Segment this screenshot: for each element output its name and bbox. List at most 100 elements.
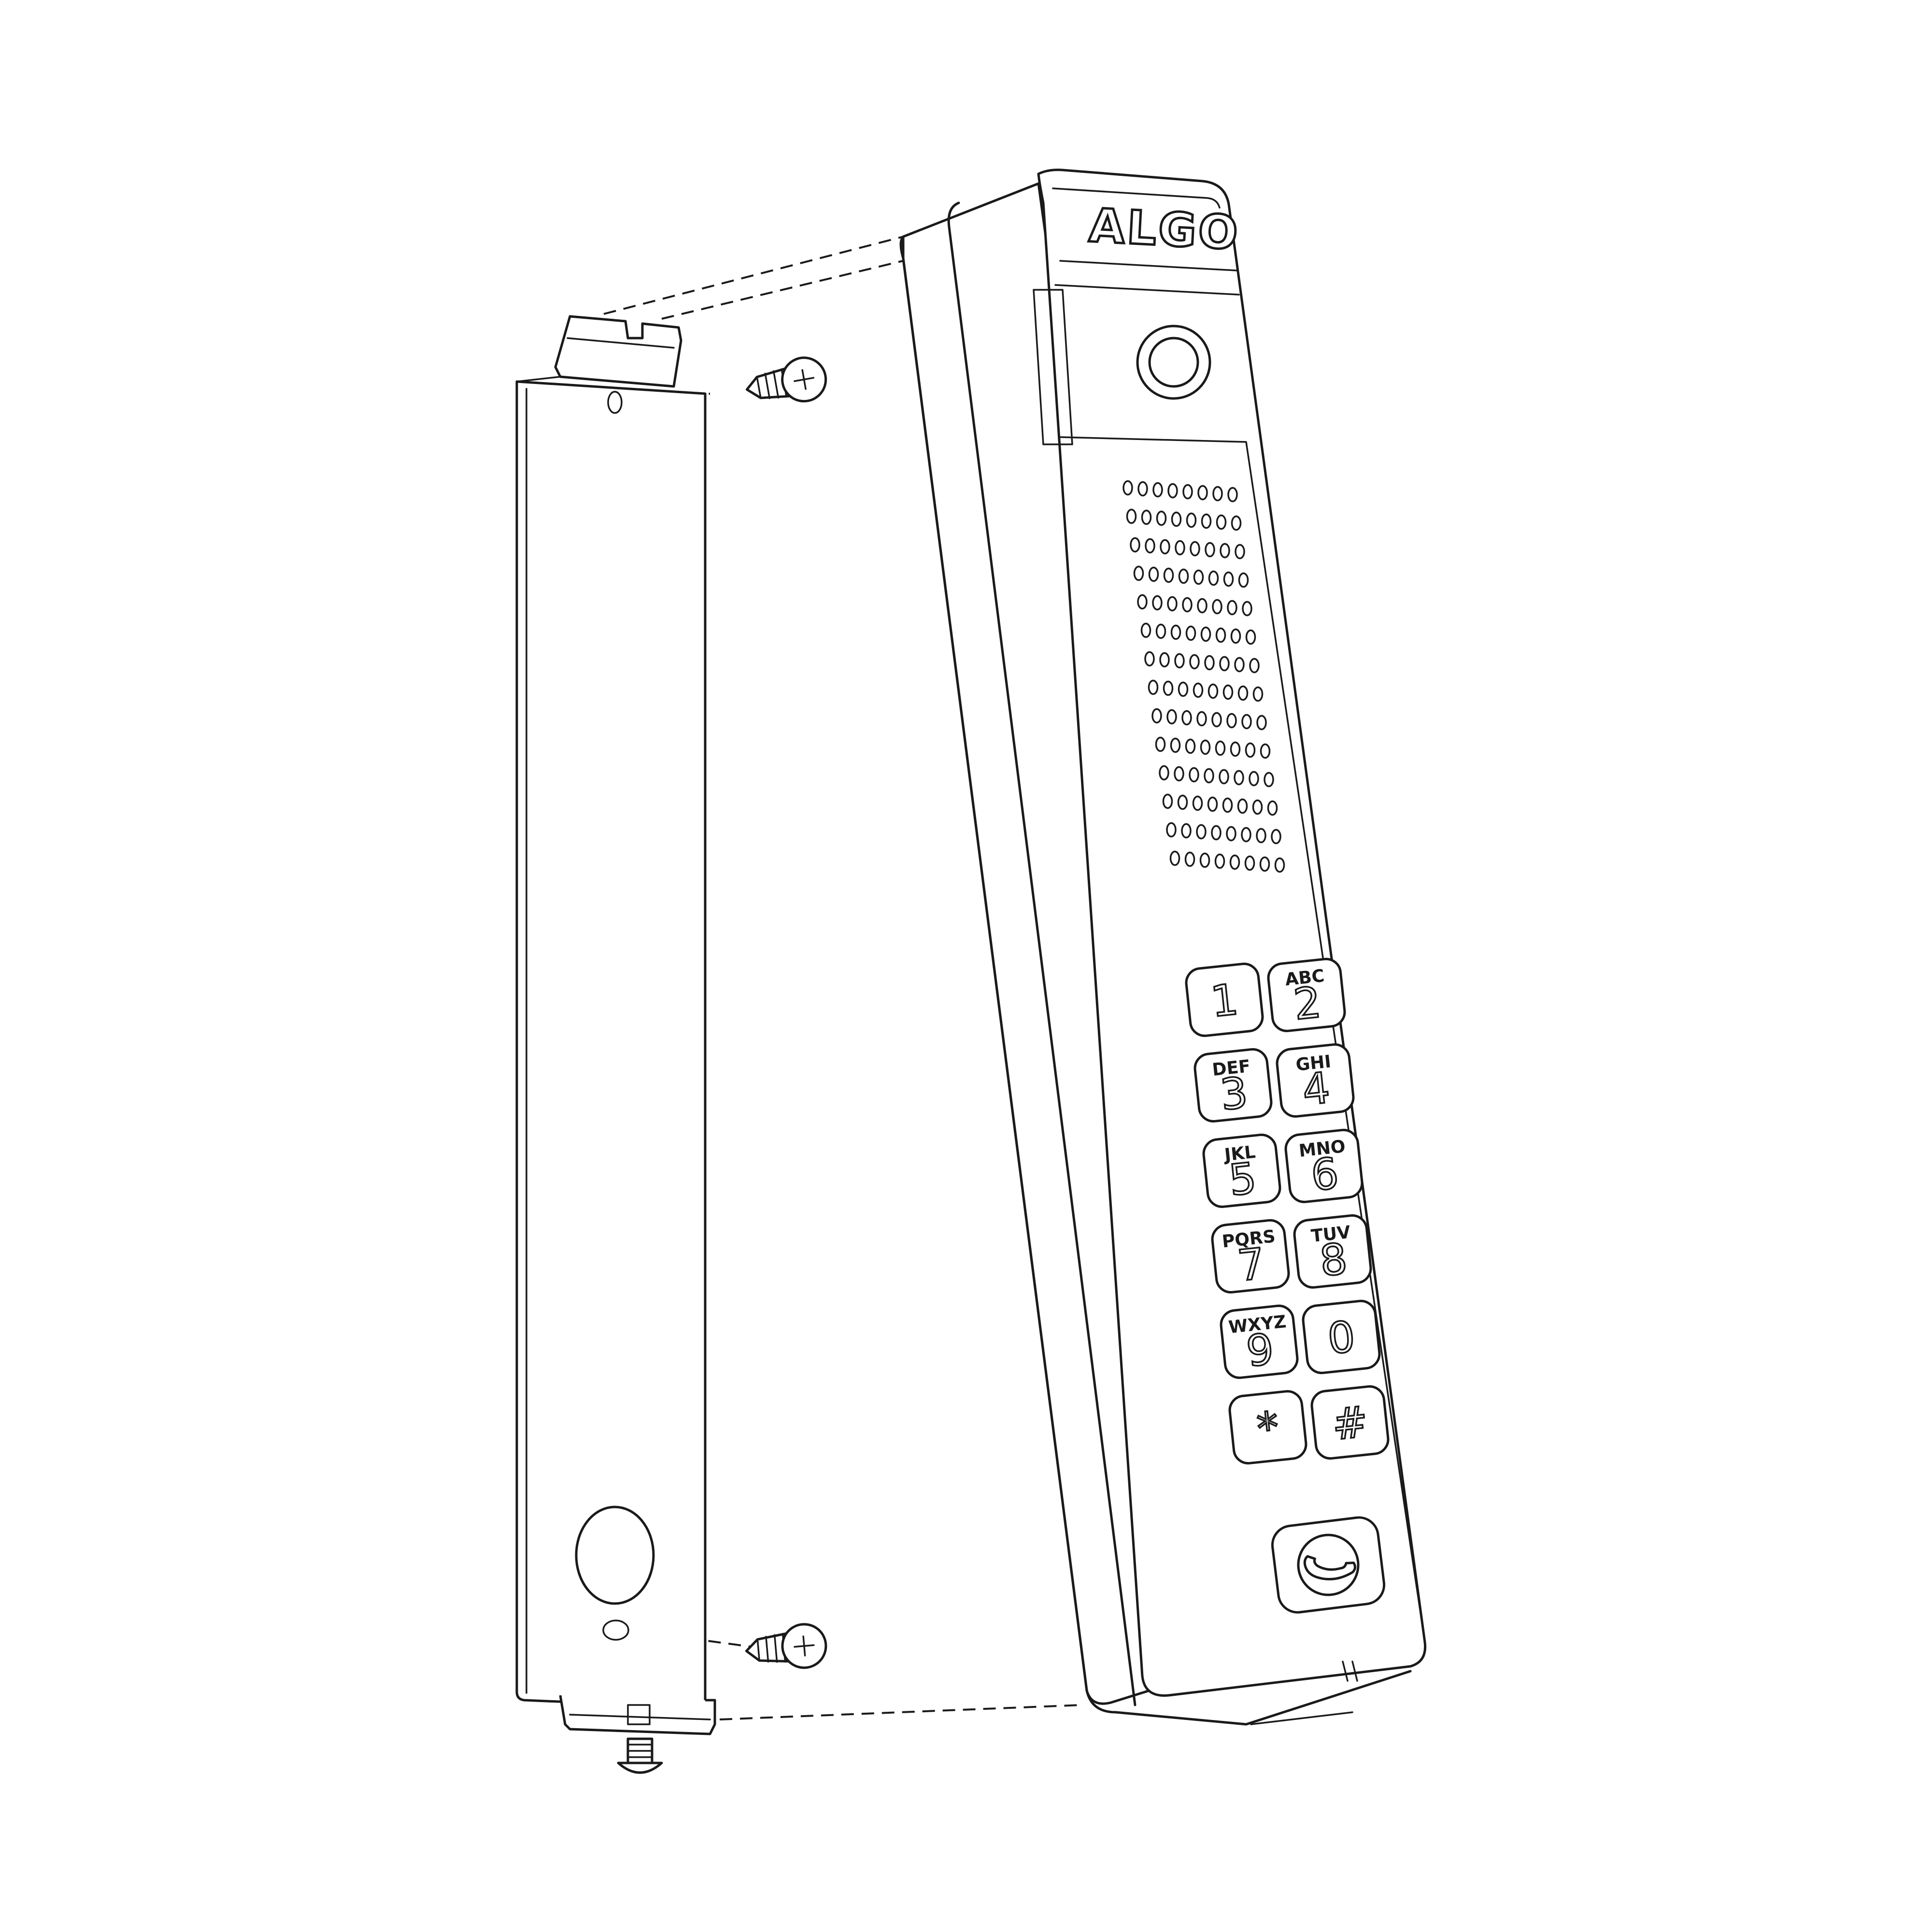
key-digit: 9 xyxy=(1244,1324,1276,1376)
key-digit: 4 xyxy=(1300,1063,1332,1115)
speaker-hole xyxy=(1196,711,1207,726)
keypad-key-pound[interactable]: # xyxy=(1310,1385,1390,1460)
keypad-key-0[interactable]: 0 xyxy=(1302,1300,1381,1375)
speaker-hole xyxy=(1178,568,1189,584)
speaker-hole xyxy=(1208,683,1219,699)
key-cap xyxy=(1185,963,1264,1037)
speaker-hole xyxy=(1145,538,1155,554)
speaker-hole xyxy=(1200,626,1211,642)
speaker-hole xyxy=(1182,597,1193,612)
speaker-hole xyxy=(1207,796,1218,812)
speaker-hole xyxy=(1256,828,1266,843)
keypad-key-1[interactable]: 1 xyxy=(1185,963,1264,1037)
speaker-hole xyxy=(1256,715,1267,730)
speaker-hole xyxy=(1141,510,1152,525)
key-digit: 2 xyxy=(1292,977,1323,1029)
speaker-hole xyxy=(1223,571,1234,587)
speaker-hole xyxy=(1231,515,1242,531)
speaker-hole xyxy=(1197,598,1208,613)
call-button[interactable] xyxy=(1270,1515,1386,1614)
bracket-bottom-flange xyxy=(559,1695,716,1735)
speaker-hole xyxy=(1229,854,1240,870)
speaker-hole xyxy=(1130,537,1140,553)
speaker-hole xyxy=(1163,568,1174,583)
speaker-hole xyxy=(1271,829,1281,844)
speaker-hole xyxy=(1235,544,1245,559)
speaker-hole xyxy=(1211,712,1222,727)
speaker-hole xyxy=(1181,710,1192,725)
speaker-hole xyxy=(1249,658,1260,673)
speaker-hole xyxy=(1238,572,1249,588)
speaker-hole xyxy=(1197,485,1208,500)
speaker-hole xyxy=(1215,740,1226,756)
key-letters: JKL xyxy=(1222,1142,1256,1165)
speaker-hole xyxy=(1159,652,1170,668)
key-cap xyxy=(1202,1134,1281,1208)
speaker-hole xyxy=(1182,484,1193,499)
key-letters: DEF xyxy=(1211,1056,1251,1080)
speaker-hole xyxy=(1267,800,1278,816)
speaker-hole xyxy=(1140,623,1151,638)
speaker-hole xyxy=(1211,825,1222,840)
speaker-hole xyxy=(1204,768,1214,783)
speaker-hole xyxy=(1151,708,1162,724)
key-digit: 6 xyxy=(1309,1148,1341,1200)
speaker-hole xyxy=(1222,684,1234,700)
key-letters: GHI xyxy=(1295,1051,1332,1075)
bracket-top-flange xyxy=(554,315,682,388)
key-letters: MNO xyxy=(1298,1136,1346,1161)
speaker-hole xyxy=(1184,852,1195,867)
key-cap xyxy=(1276,1043,1355,1118)
speaker-hole xyxy=(1162,794,1173,809)
camera-lens-icon xyxy=(1136,325,1211,400)
speaker-hole xyxy=(1155,624,1166,639)
speaker-hole xyxy=(1237,685,1249,701)
phillips-screw-icon xyxy=(745,356,827,403)
phillips-screw-icon xyxy=(745,1623,827,1669)
key-cap xyxy=(1293,1214,1372,1289)
speaker-hole xyxy=(1181,823,1192,838)
key-digit: 1 xyxy=(1208,974,1240,1026)
speaker-hole xyxy=(1215,627,1226,643)
speaker-hole xyxy=(1245,742,1256,758)
key-digit: 0 xyxy=(1325,1311,1357,1364)
speaker-hole xyxy=(1137,594,1148,610)
speaker-hole xyxy=(1155,737,1166,752)
keypad-key-star[interactable]: * xyxy=(1228,1390,1307,1465)
speaker-hole xyxy=(1230,628,1241,644)
speaker-hole xyxy=(1205,542,1215,557)
speaker-hole xyxy=(1170,738,1181,753)
speaker-hole xyxy=(1175,540,1185,555)
speaker-hole xyxy=(1226,713,1237,728)
speaker-hole xyxy=(1148,680,1159,695)
key-cap xyxy=(1284,1129,1364,1203)
speaker-hole xyxy=(1227,600,1237,615)
speaker-hole xyxy=(1274,857,1285,873)
speaker-hole xyxy=(1193,682,1204,698)
speaker-hole xyxy=(1241,827,1251,842)
call-button-ring xyxy=(1297,1534,1360,1596)
speaker-hole xyxy=(1152,482,1163,497)
speaker-hole xyxy=(1241,714,1252,729)
speaker-hole xyxy=(1259,856,1270,872)
speaker-hole xyxy=(1192,796,1203,811)
speaker-hole xyxy=(1156,511,1167,526)
speaker-hole xyxy=(1212,486,1223,501)
speaker-hole xyxy=(1252,686,1264,702)
speaker-hole xyxy=(1186,512,1197,528)
speaker-hole xyxy=(1214,853,1225,869)
speaker-hole xyxy=(1185,739,1196,754)
key-cap xyxy=(1267,958,1346,1032)
speaker-hole xyxy=(1196,824,1207,839)
